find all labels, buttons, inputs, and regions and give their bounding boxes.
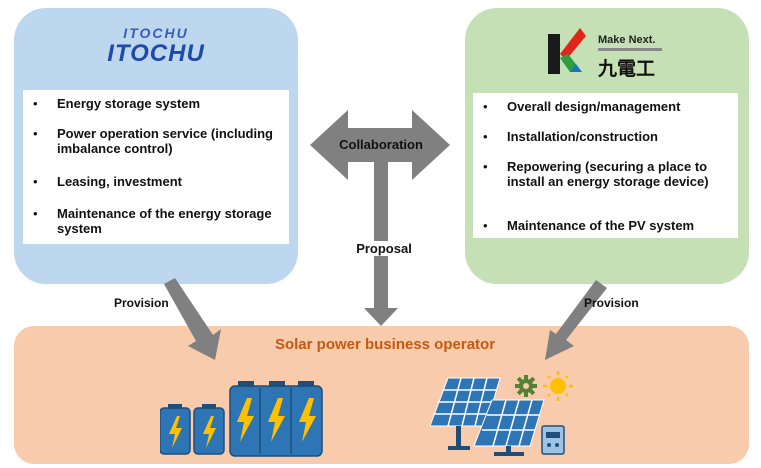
- operator-title: Solar power business operator: [274, 336, 496, 353]
- right-provision-label: Provision: [584, 296, 639, 310]
- kyudenko-service-item: Repowering (securing a place to install …: [473, 159, 735, 189]
- lightning-icon: [237, 398, 254, 442]
- proposal-label: Proposal: [349, 241, 419, 256]
- sun-icon: [543, 371, 573, 401]
- lightning-icon: [169, 416, 182, 448]
- lightning-icon: [268, 398, 285, 442]
- lightning-icon: [299, 398, 316, 442]
- itochu-service-item: Maintenance of the energy storage system: [23, 206, 272, 236]
- collaboration-label: Collaboration: [339, 137, 423, 152]
- kyudenko-name: 九電工: [598, 58, 656, 80]
- gear-icon: [515, 375, 537, 397]
- kyudenko-logo-mark-icon: [548, 28, 586, 74]
- itochu-logo-top: ITOCHU: [123, 25, 189, 41]
- battery-icon: [229, 381, 323, 457]
- power-conditioner-icon: [541, 425, 565, 455]
- batteries-group: [160, 381, 323, 457]
- itochu-service-item: Energy storage system: [23, 96, 307, 111]
- kyudenko-service-item: Maintenance of the PV system: [473, 218, 757, 233]
- solar-panel-icon: [473, 399, 545, 456]
- left-provision-label: Provision: [114, 296, 169, 310]
- itochu-logo-main: ITOCHU: [107, 40, 205, 67]
- kyudenko-service-item: Installation/construction: [473, 129, 757, 144]
- itochu-services-box: Energy storage system Power operation se…: [23, 90, 289, 244]
- collaboration-arrow-icon: [310, 110, 450, 180]
- kyudenko-logo: Make Next. 九電工: [546, 22, 686, 80]
- battery-icon: [160, 404, 191, 455]
- operator-panel: [14, 326, 749, 464]
- kyudenko-services-box: Overall design/management Installation/c…: [473, 93, 738, 238]
- itochu-service-item: Leasing, investment: [23, 174, 307, 189]
- kyudenko-tagline-small: [598, 48, 662, 51]
- solar-panel-icon: [430, 377, 501, 450]
- lightning-icon: [203, 416, 216, 448]
- itochu-service-item: Power operation service (including imbal…: [23, 126, 297, 156]
- itochu-logo: ITOCHU ITOCHU: [96, 26, 216, 78]
- kyudenko-service-item: Overall design/management: [473, 99, 757, 114]
- left-provision-arrow-icon: [164, 278, 221, 360]
- kyudenko-tagline: Make Next.: [598, 34, 656, 46]
- solar-group: [430, 371, 573, 456]
- battery-icon: [193, 404, 225, 455]
- right-provision-arrow-icon: [545, 280, 607, 360]
